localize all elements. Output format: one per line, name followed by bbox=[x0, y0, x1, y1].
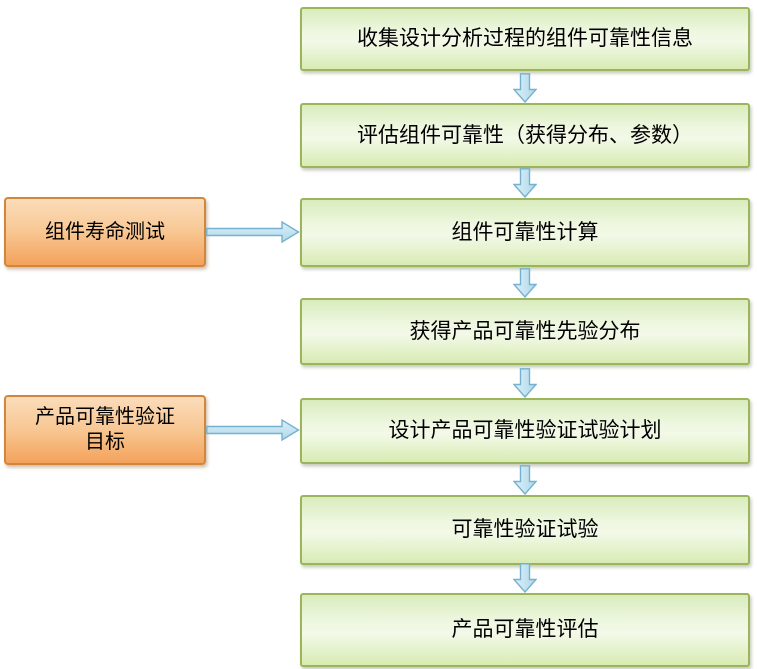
flow-step-2-label: 评估组件可靠性（获得分布、参数） bbox=[357, 123, 693, 147]
right-arrow-icon bbox=[206, 419, 300, 441]
side-input-1-label: 组件寿命测试 bbox=[45, 220, 165, 243]
down-arrow-icon bbox=[513, 563, 537, 593]
flow-step-2: 评估组件可靠性（获得分布、参数） bbox=[300, 103, 750, 168]
down-arrow-icon bbox=[513, 368, 537, 398]
side-input-component-life-test: 组件寿命测试 bbox=[4, 197, 206, 267]
flow-step-1-label: 收集设计分析过程的组件可靠性信息 bbox=[357, 27, 693, 51]
side-input-2-label: 产品可靠性验证 目标 bbox=[35, 406, 175, 453]
down-arrow-icon bbox=[513, 268, 537, 298]
flow-step-4-label: 获得产品可靠性先验分布 bbox=[409, 319, 641, 343]
down-arrow-icon bbox=[513, 168, 537, 198]
flow-step-7: 产品可靠性评估 bbox=[300, 593, 750, 667]
flow-step-6-label: 可靠性验证试验 bbox=[451, 518, 599, 542]
side-input-verification-target: 产品可靠性验证 目标 bbox=[4, 395, 206, 465]
right-arrow-icon bbox=[206, 221, 300, 243]
flow-step-5-label: 设计产品可靠性验证试验计划 bbox=[388, 419, 662, 443]
down-arrow-icon bbox=[513, 73, 537, 103]
flow-step-5: 设计产品可靠性验证试验计划 bbox=[300, 398, 750, 464]
flow-step-6: 可靠性验证试验 bbox=[300, 495, 750, 565]
down-arrow-icon bbox=[513, 465, 537, 495]
flow-step-1: 收集设计分析过程的组件可靠性信息 bbox=[300, 7, 750, 71]
flow-step-4: 获得产品可靠性先验分布 bbox=[300, 298, 750, 365]
flow-step-3-label: 组件可靠性计算 bbox=[451, 220, 599, 244]
flow-step-7-label: 产品可靠性评估 bbox=[451, 618, 599, 642]
flow-step-3: 组件可靠性计算 bbox=[300, 198, 750, 267]
